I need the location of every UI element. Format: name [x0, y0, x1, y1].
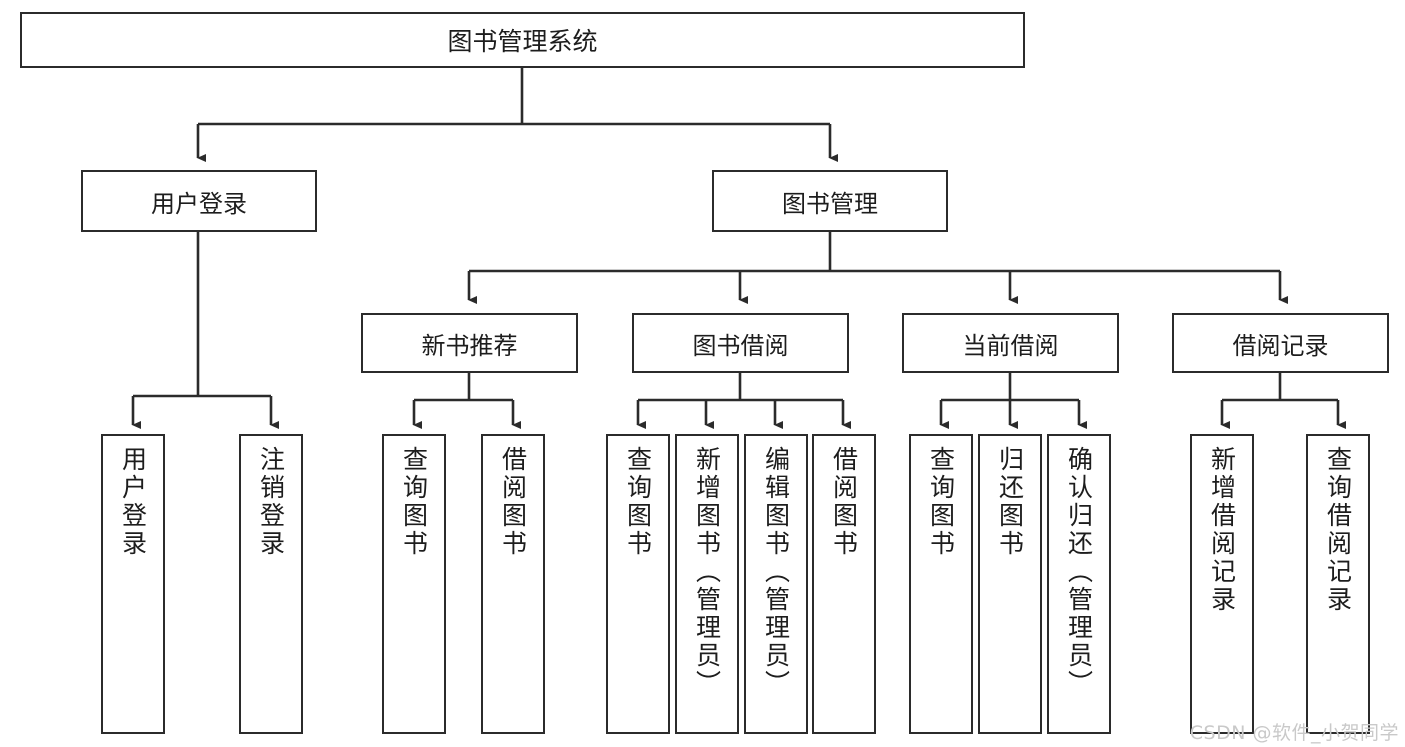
leaf-user-login[interactable]: 用户登录: [101, 434, 165, 734]
leaf-label: 新增借阅记录: [1207, 446, 1237, 614]
leaf-label: 查询图书: [399, 446, 429, 558]
node-borrow-record[interactable]: 借阅记录: [1172, 313, 1389, 373]
node-root-system[interactable]: 图书管理系统: [20, 12, 1025, 68]
leaf-label: 新增图书（管理员）: [692, 446, 722, 698]
node-label: 图书管理: [782, 189, 878, 218]
leaf-cb-confirm-return-admin[interactable]: 确认归还（管理员）: [1047, 434, 1111, 734]
leaf-label: 注销登录: [256, 446, 286, 558]
leaf-cb-return-book[interactable]: 归还图书: [978, 434, 1042, 734]
node-label: 图书管理系统: [447, 27, 598, 56]
leaf-label: 确认归还（管理员）: [1064, 446, 1094, 698]
leaf-nb-query-book[interactable]: 查询图书: [382, 434, 446, 734]
leaf-label: 借阅图书: [498, 446, 528, 558]
leaf-label: 借阅图书: [829, 446, 859, 558]
leaf-label: 查询图书: [623, 446, 653, 558]
leaf-br-query-record[interactable]: 查询借阅记录: [1306, 434, 1370, 734]
leaf-bb-add-book-admin[interactable]: 新增图书（管理员）: [675, 434, 739, 734]
node-label: 新书推荐: [421, 331, 518, 360]
node-book-borrow[interactable]: 图书借阅: [632, 313, 849, 373]
node-label: 借阅记录: [1232, 331, 1329, 360]
leaf-br-add-record[interactable]: 新增借阅记录: [1190, 434, 1254, 734]
leaf-logout[interactable]: 注销登录: [239, 434, 303, 734]
node-label: 图书借阅: [692, 331, 789, 360]
leaf-bb-borrow-book[interactable]: 借阅图书: [812, 434, 876, 734]
node-label: 用户登录: [151, 189, 247, 218]
node-user-login[interactable]: 用户登录: [81, 170, 317, 232]
node-label: 当前借阅: [962, 331, 1059, 360]
leaf-bb-query-book[interactable]: 查询图书: [606, 434, 670, 734]
leaf-label: 查询图书: [926, 446, 956, 558]
leaf-label: 归还图书: [995, 446, 1025, 558]
leaf-label: 用户登录: [118, 446, 148, 558]
leaf-bb-edit-book-admin[interactable]: 编辑图书（管理员）: [744, 434, 808, 734]
node-book-management[interactable]: 图书管理: [712, 170, 948, 232]
leaf-nb-borrow-book[interactable]: 借阅图书: [481, 434, 545, 734]
node-current-borrow[interactable]: 当前借阅: [902, 313, 1119, 373]
leaf-cb-query-book[interactable]: 查询图书: [909, 434, 973, 734]
leaf-label: 查询借阅记录: [1323, 446, 1353, 614]
node-new-book-recommend[interactable]: 新书推荐: [361, 313, 578, 373]
leaf-label: 编辑图书（管理员）: [761, 446, 791, 698]
